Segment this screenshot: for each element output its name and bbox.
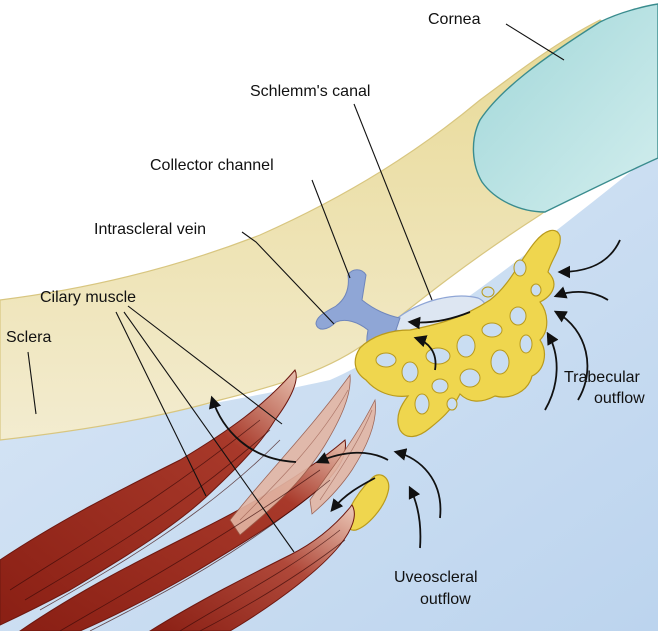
uveoscleral-outflow-label-line2: outflow (420, 591, 471, 608)
intrascleral-vein-label: Intrascleral vein (94, 221, 206, 238)
ciliary-muscle-label: Cilary muscle (40, 289, 136, 306)
trabecular-outflow-label-line1: Trabecular (564, 369, 641, 386)
schlemms-canal-label: Schlemm's canal (250, 83, 370, 100)
cornea-label: Cornea (428, 11, 481, 28)
cornea-leader (506, 24, 564, 60)
collector-channel-label: Collector channel (150, 157, 274, 174)
trabecular-outflow-label-line2: outflow (594, 390, 645, 407)
uveoscleral-outflow-label-line1: Uveoscleral (394, 569, 478, 586)
sclera-label: Sclera (6, 329, 51, 346)
